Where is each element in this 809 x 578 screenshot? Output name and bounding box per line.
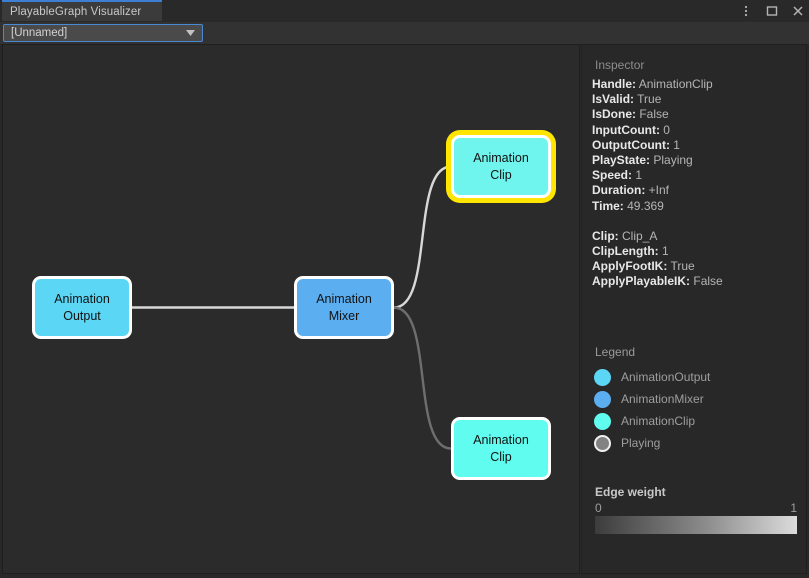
- inspector-field-key: Duration:: [592, 183, 646, 198]
- edge-weight-min: 0: [595, 501, 602, 515]
- legend-color-swatch-icon: [594, 412, 611, 430]
- inspector-field-value: Playing: [650, 153, 693, 168]
- inspector-field-value: AnimationClip: [636, 77, 713, 91]
- inspector-field-value: 0: [659, 122, 670, 137]
- legend-color-swatch-icon: [594, 434, 611, 452]
- graph-node-label: Animation Clip: [473, 432, 529, 464]
- graph-selector-value: [Unnamed]: [11, 27, 68, 39]
- inspector-field-value: False: [636, 107, 669, 122]
- graph-edge-animation-mixer-to-animation-clip-top: [392, 165, 453, 309]
- inspector-field-row: Time: 49.369: [592, 199, 806, 214]
- inspector-title: Inspector: [595, 58, 645, 72]
- inspector-field-row: IsValid: True: [592, 92, 806, 107]
- legend-item-label: AnimationMixer: [621, 392, 704, 406]
- inspector-field-key: IsValid:: [592, 92, 635, 107]
- legend-color-swatch-icon: [594, 368, 611, 386]
- inspector-field-value: Clip_A: [618, 228, 658, 243]
- inspector-field-row: IsDone: False: [592, 107, 806, 122]
- inspector-field-key: ApplyPlayableIK:: [592, 274, 691, 289]
- inspector-field-key: PlayState:: [592, 153, 651, 168]
- graph-node-label: Animation Output: [54, 291, 110, 323]
- inspector-field-row: Speed: 1: [592, 168, 806, 183]
- close-icon[interactable]: [791, 4, 805, 18]
- edge-weight-max: 1: [790, 501, 797, 515]
- legend-item-label: AnimationOutput: [621, 370, 711, 384]
- edge-weight-section: Edge weight 0 1: [592, 485, 797, 534]
- inspector-field-key: Time:: [592, 198, 624, 213]
- inspector-field-row: Handle: AnimationClip: [592, 77, 806, 92]
- graph-edge-animation-mixer-to-animation-clip-bottom: [392, 306, 453, 450]
- edge-weight-gradient-bar: [595, 516, 797, 534]
- inspector-field-row: InputCount: 0: [592, 123, 806, 138]
- window-controls: [739, 0, 805, 22]
- inspector-field-value: 49.369: [623, 198, 664, 213]
- inspector-field-value: 1: [632, 168, 643, 183]
- legend-item: AnimationOutput: [592, 366, 710, 388]
- tab-playablegraph-visualizer[interactable]: PlayableGraph Visualizer: [2, 2, 162, 21]
- graph-node-label: Animation Mixer: [316, 291, 372, 323]
- tab-active-accent: [2, 0, 162, 2]
- graph-node-animation-clip-bottom[interactable]: Animation Clip: [451, 417, 551, 480]
- inspector-field-key: IsDone:: [592, 107, 637, 122]
- graph-edges: [130, 165, 453, 450]
- inspector-field-row: ApplyPlayableIK: False: [592, 274, 806, 289]
- graph-node-animation-clip-top[interactable]: Animation Clip: [451, 135, 551, 198]
- title-bar: PlayableGraph Visualizer: [0, 0, 809, 22]
- legend-item: Playing: [592, 432, 710, 454]
- inspector-field-row: ApplyFootIK: True: [592, 259, 806, 274]
- inspector-field-row: OutputCount: 1: [592, 138, 806, 153]
- inspector-field-row: ClipLength: 1: [592, 244, 806, 259]
- graph-selector-dropdown[interactable]: [Unnamed]: [3, 24, 203, 42]
- inspector-field-key: Handle:: [592, 77, 637, 91]
- inspector-field-row: Duration: +Inf: [592, 183, 806, 198]
- chevron-down-icon: [182, 30, 202, 36]
- legend-item-label: Playing: [621, 436, 661, 450]
- legend-item-label: AnimationClip: [621, 414, 696, 428]
- graph-node-animation-output[interactable]: Animation Output: [32, 276, 132, 339]
- inspector-field-value: False: [690, 274, 723, 289]
- edge-weight-scale: 0 1: [595, 501, 797, 516]
- inspector-field-value: True: [634, 92, 662, 107]
- maximize-icon[interactable]: [765, 4, 779, 18]
- legend-color-swatch-icon: [594, 390, 611, 408]
- inspector-field-key: Speed:: [592, 168, 633, 183]
- graph-node-animation-mixer[interactable]: Animation Mixer: [294, 276, 394, 339]
- inspector-field-row: PlayState: Playing: [592, 153, 806, 168]
- inspector-field-key: OutputCount:: [592, 137, 670, 152]
- inspector-field-key: ApplyFootIK:: [592, 259, 668, 274]
- inspector-field-key: Clip:: [592, 228, 619, 243]
- inspector-field-value: True: [667, 259, 695, 274]
- legend-item: AnimationMixer: [592, 388, 710, 410]
- inspector-field-row: Clip: Clip_A: [592, 229, 806, 244]
- legend-title: Legend: [595, 345, 636, 359]
- inspector-field-value: +Inf: [645, 183, 670, 198]
- edge-weight-title: Edge weight: [595, 485, 666, 499]
- legend-item: AnimationClip: [592, 410, 710, 432]
- toolbar: [Unnamed]: [0, 22, 809, 44]
- tab-label: PlayableGraph Visualizer: [10, 5, 142, 18]
- inspector-field-separator: [592, 214, 806, 229]
- more-options-icon[interactable]: [739, 4, 753, 18]
- inspector-field-key: InputCount:: [592, 122, 660, 137]
- inspector-field-value: 1: [658, 244, 669, 259]
- inspector-field-value: 1: [669, 137, 680, 152]
- inspector-field-key: ClipLength:: [592, 244, 659, 259]
- graph-node-label: Animation Clip: [473, 150, 529, 182]
